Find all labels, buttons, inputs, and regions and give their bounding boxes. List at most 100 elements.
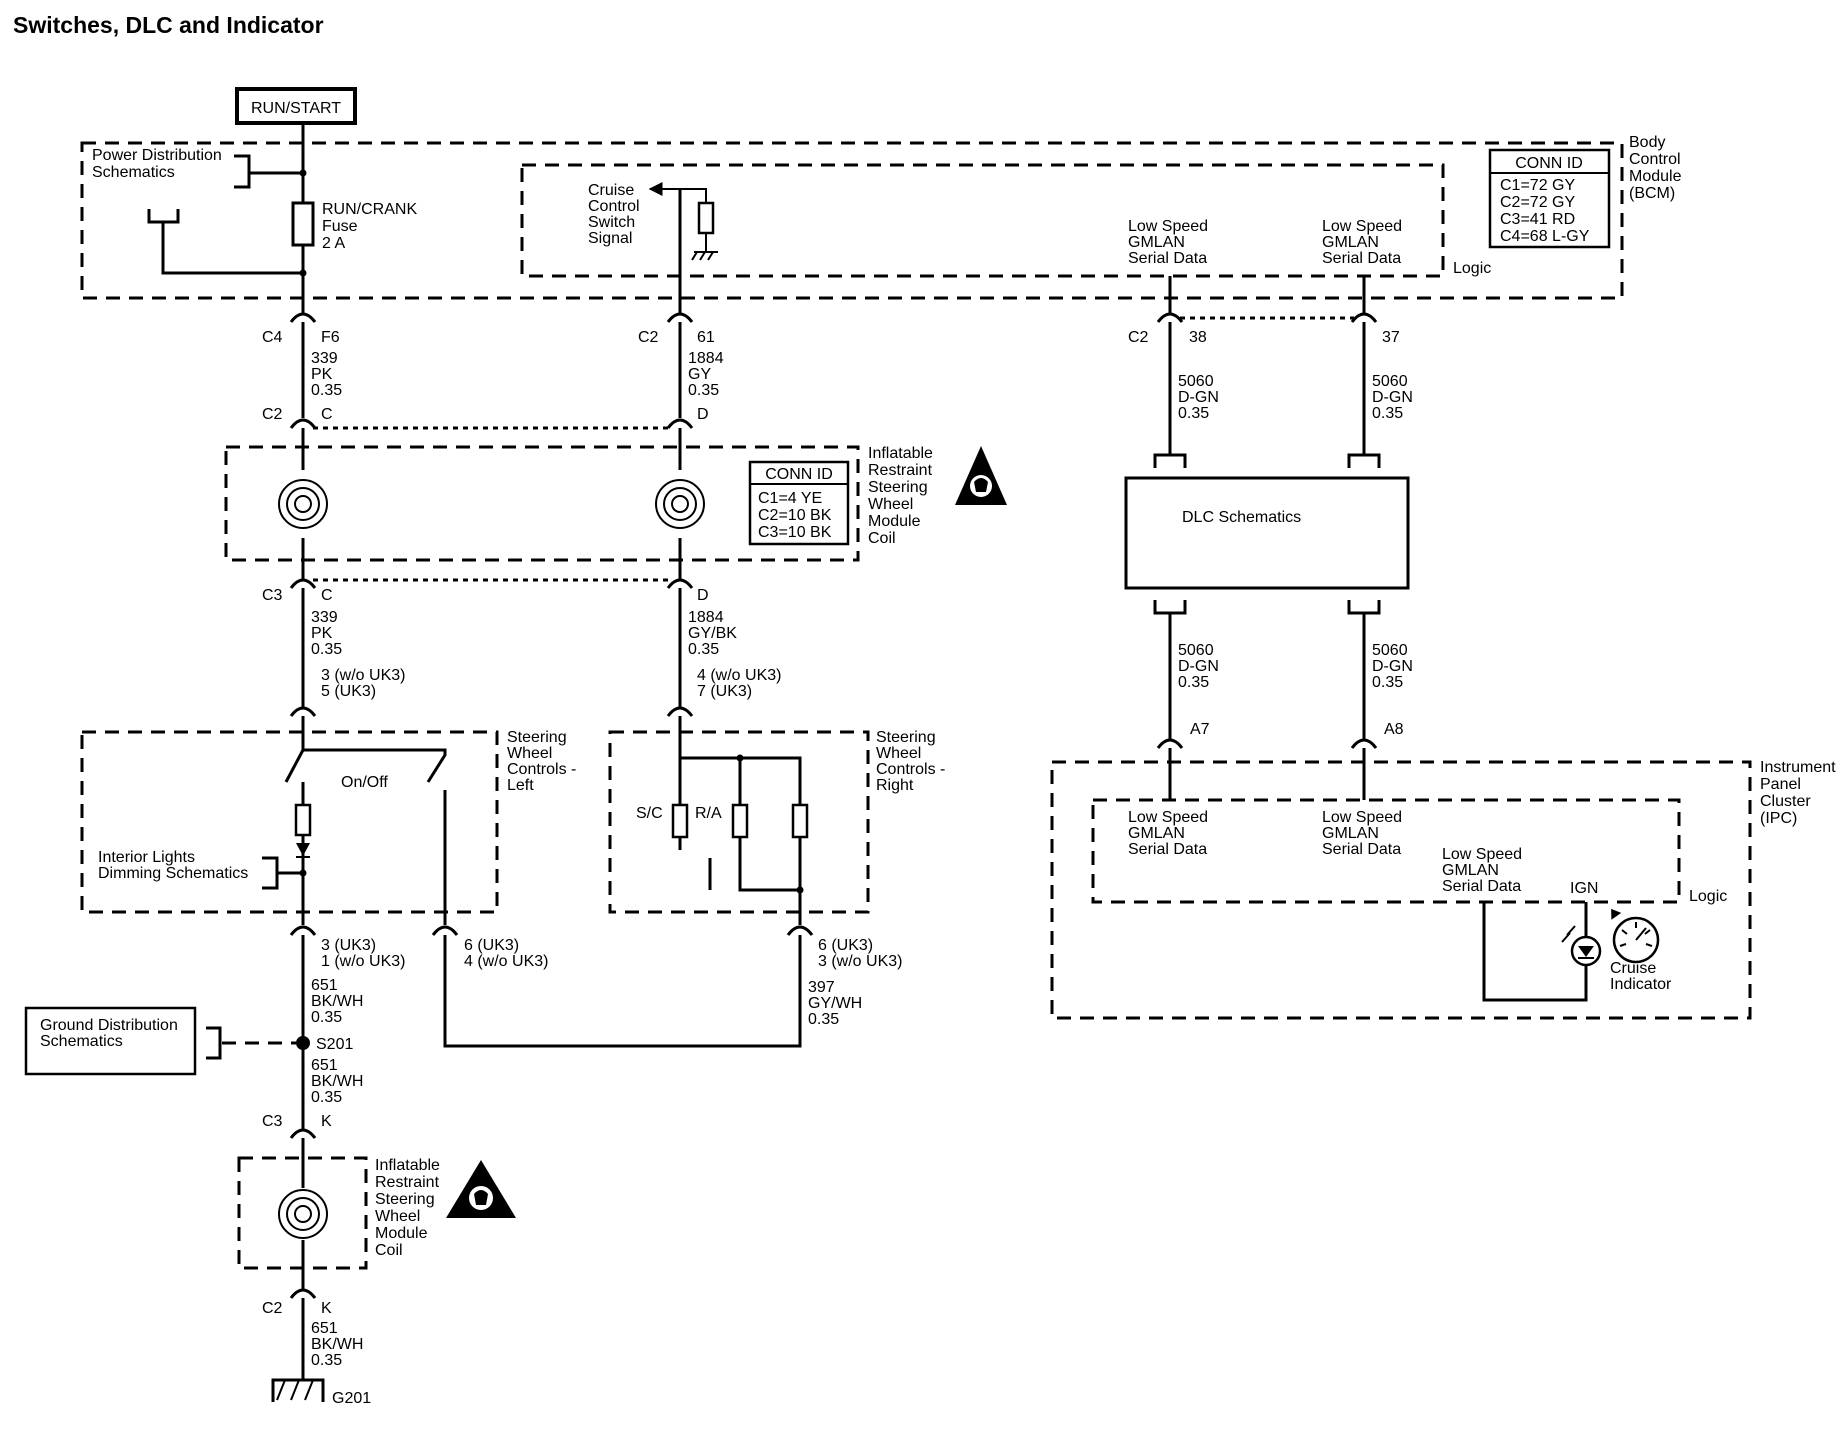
dimming-resistor — [294, 803, 312, 837]
cruise-speedometer-icon — [1611, 908, 1660, 964]
svg-text:C2: C2 — [262, 1300, 283, 1317]
connector-c2-k: C2 K — [262, 1288, 332, 1317]
splice-label: S201 — [316, 1036, 353, 1053]
svg-text:C3: C3 — [262, 587, 283, 604]
dlc-schematics-box: DLC Schematics — [1124, 453, 1410, 615]
svg-text:C2: C2 — [262, 406, 283, 423]
cruise-pullup — [680, 188, 707, 203]
connector-d: D — [666, 406, 709, 429]
svg-text:C4: C4 — [262, 329, 283, 346]
coil-upper-boundary — [224, 445, 860, 562]
dimming-bracket — [262, 856, 303, 890]
connector-37: 37 — [1350, 312, 1400, 346]
connector-c2-c: C2 C — [262, 406, 333, 429]
swc-left-boundary — [80, 730, 499, 914]
svg-text:3 (UK3)1 (w/o UK3): 3 (UK3)1 (w/o UK3) — [321, 937, 405, 970]
svg-text:6 (UK3)3 (w/o UK3): 6 (UK3)3 (w/o UK3) — [818, 937, 902, 970]
ra-resistor — [731, 803, 749, 839]
power-distribution-bracket — [234, 154, 303, 189]
onoff-switch — [284, 745, 447, 783]
connector-d-b: D — [666, 578, 709, 604]
connector-swc-left-out: 3 (UK3)1 (w/o UK3) — [289, 925, 405, 970]
svg-text:6 (UK3)4 (w/o UK3): 6 (UK3)4 (w/o UK3) — [464, 937, 548, 970]
run-start-box: RUN/START — [235, 87, 357, 125]
svg-text:K: K — [321, 1113, 332, 1130]
svg-text:DLC Schematics: DLC Schematics — [1182, 509, 1301, 526]
sc-resistor — [671, 803, 689, 839]
clockspring-coil-2 — [655, 479, 705, 529]
connector-swc-right-in — [666, 706, 694, 717]
cruise-indicator-led — [1561, 925, 1602, 967]
ground-g201-label: G201 — [332, 1390, 371, 1407]
indicator-circuit — [1482, 902, 1588, 1002]
svg-text:C3: C3 — [262, 1113, 283, 1130]
wire-397 — [443, 935, 802, 1048]
svg-text:F6: F6 — [321, 329, 340, 346]
junction-dot — [299, 169, 307, 177]
svg-text:A8: A8 — [1384, 721, 1404, 738]
ra-label: R/A — [695, 805, 722, 822]
series-resistor — [791, 803, 809, 839]
junction-dot — [299, 269, 307, 277]
dimming-diode — [296, 843, 310, 856]
connector-c2-38: C2 38 — [1128, 312, 1207, 346]
svg-text:CONN ID: CONN ID — [765, 466, 833, 483]
connector-a8: A8 — [1350, 721, 1404, 749]
swc-right-boundary — [608, 730, 870, 914]
connector-a7: A7 — [1156, 721, 1210, 749]
internal-ignition-branch — [147, 209, 303, 275]
run-start-label: RUN/START — [251, 100, 341, 117]
connector-c3-c: C3 C — [262, 578, 333, 604]
ground-distribution-bracket — [206, 1026, 222, 1060]
pins-left-in: 3 (w/o UK3)5 (UK3) — [321, 667, 405, 700]
page-title: Switches, DLC and Indicator — [13, 12, 324, 38]
svg-text:K: K — [321, 1300, 332, 1317]
connector-swc-left-in — [289, 706, 317, 717]
connector-c2-61: C2 61 — [638, 312, 715, 346]
ipc-logic-label: Logic — [1689, 888, 1727, 905]
pins-right-in: 4 (w/o UK3)7 (UK3) — [697, 667, 781, 700]
svg-text:37: 37 — [1382, 329, 1400, 346]
svg-text:61: 61 — [697, 329, 715, 346]
pullup-resistor — [697, 201, 715, 235]
connector-c4-f6: C4 F6 — [262, 312, 340, 346]
ground-g201-symbol — [271, 1378, 325, 1402]
ground-symbol — [691, 233, 718, 261]
clockspring-coil-3 — [278, 1189, 328, 1239]
run-crank-fuse — [291, 201, 315, 247]
clockspring-coil-1 — [278, 479, 328, 529]
ign-label: IGN — [1570, 880, 1598, 897]
sc-label: S/C — [636, 805, 663, 822]
svg-text:C2: C2 — [638, 329, 659, 346]
svg-text:A7: A7 — [1190, 721, 1210, 738]
svg-text:C2: C2 — [1128, 329, 1149, 346]
